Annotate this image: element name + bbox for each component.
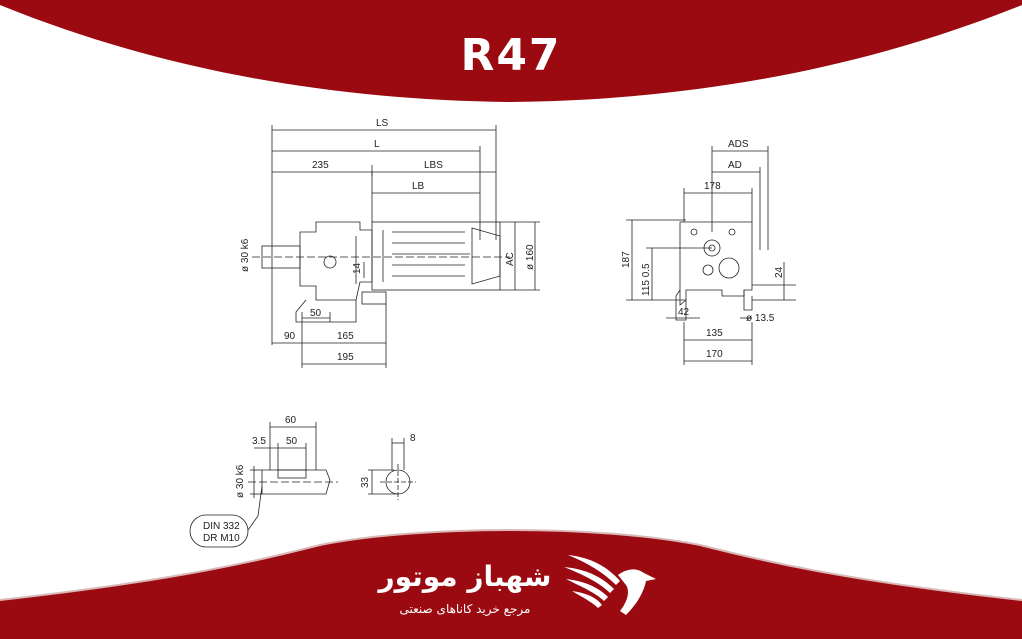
dim-dia-13-5: ø 13.5: [746, 313, 775, 324]
dim-l: L: [374, 139, 380, 150]
dim-50-detail: 50: [286, 436, 298, 447]
dim-lbs: LBS: [424, 160, 443, 171]
dim-ac: AC: [505, 252, 516, 266]
dim-90: 90: [284, 331, 296, 342]
page-title: R47: [460, 30, 562, 81]
footer-banner: [0, 529, 1022, 639]
dim-115: 115 0.5: [641, 263, 652, 296]
dim-178: 178: [704, 181, 721, 192]
dim-14: 14: [352, 262, 363, 274]
key-detail: [368, 438, 416, 500]
shaft-detail: [189, 422, 338, 548]
dim-3-5: 3.5: [252, 436, 266, 447]
dim-195: 195: [337, 352, 354, 363]
dim-dia-160: ø 160: [525, 244, 536, 270]
dim-shaft-dia: ø 30 k6: [240, 238, 251, 272]
dim-lb: LB: [412, 181, 425, 192]
dim-170: 170: [706, 349, 723, 360]
dim-shaft-detail-dia: ø 30 k6: [235, 464, 246, 498]
brand-tagline: مرجع خرید کاناهای صنعتی: [399, 602, 531, 616]
dim-135: 135: [706, 328, 723, 339]
callout-din: DIN 332: [203, 521, 240, 532]
callout-thread: DR M10: [203, 533, 240, 544]
dim-50: 50: [310, 308, 322, 319]
side-view: [252, 125, 540, 368]
header-banner: [0, 0, 1022, 102]
dim-ads: ADS: [728, 139, 749, 150]
dim-8: 8: [410, 433, 416, 444]
dim-165: 165: [337, 331, 354, 342]
dim-ad: AD: [728, 160, 742, 171]
end-view: [626, 146, 796, 365]
dim-60: 60: [285, 415, 297, 426]
brand-name: شهباز موتور: [378, 560, 552, 593]
eagle-icon: [564, 555, 656, 615]
dim-33: 33: [360, 476, 371, 488]
dim-187: 187: [621, 251, 632, 268]
dim-24: 24: [774, 266, 785, 278]
dim-ls: LS: [376, 118, 389, 129]
dim-235: 235: [312, 160, 329, 171]
dim-42: 42: [678, 307, 690, 318]
